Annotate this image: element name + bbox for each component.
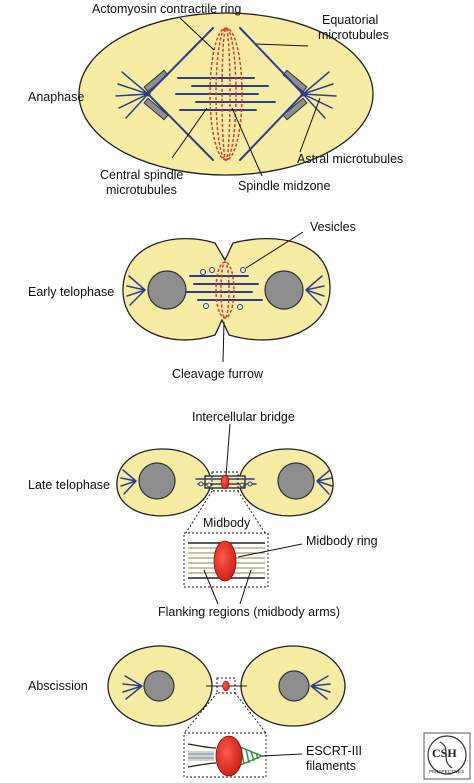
nucleus-right bbox=[264, 270, 304, 310]
label-equatorial-1: Equatorial bbox=[322, 13, 378, 27]
label-midbody-ring: Midbody ring bbox=[306, 534, 378, 548]
label-astral-mt: Astral microtubules bbox=[297, 152, 403, 166]
zoom-lines bbox=[183, 692, 267, 734]
leader-flanking-right bbox=[239, 569, 252, 605]
leader-vesicles bbox=[245, 231, 304, 269]
actomyosin-contractile-ring bbox=[215, 261, 235, 319]
astral-microtubules-left bbox=[120, 469, 137, 495]
anaphase-panel: Actomyosin contractile ring Equatorial m… bbox=[28, 2, 403, 197]
csh-perspectives-logo: CSH PERSPECTIVES bbox=[423, 732, 471, 780]
leader-midzone bbox=[231, 107, 263, 177]
stage-abscission: Abscission bbox=[28, 679, 88, 693]
zoom-lines bbox=[185, 490, 266, 534]
midbody-zoom-source bbox=[211, 471, 239, 492]
astral-microtubules-left bbox=[122, 675, 143, 700]
abscission-bridge bbox=[206, 680, 247, 692]
label-cleavage-furrow: Cleavage furrow bbox=[172, 367, 264, 381]
midbody-ring-abscission bbox=[215, 735, 243, 777]
label-midbody: Midbody bbox=[203, 516, 251, 530]
nucleus-left bbox=[147, 270, 187, 310]
leader-equatorial bbox=[255, 43, 309, 47]
label-equatorial-2: microtubules bbox=[318, 28, 389, 42]
leader-midbody-ring bbox=[237, 543, 303, 558]
leader-escrt bbox=[261, 753, 303, 757]
nucleus-right bbox=[277, 462, 315, 500]
midbody-zoom-box bbox=[183, 532, 269, 588]
nucleus-left bbox=[138, 462, 176, 500]
midbody-ring-small bbox=[220, 474, 230, 490]
central-spindle-microtubules bbox=[185, 275, 263, 301]
astral-microtubules-right bbox=[310, 675, 331, 700]
astral-microtubules-right bbox=[316, 469, 333, 495]
label-actomyosin-ring: Actomyosin contractile ring bbox=[92, 2, 241, 16]
nucleus-left bbox=[143, 670, 175, 702]
abscission-panel: Abscission ESCRT-III filaments bbox=[28, 645, 362, 778]
label-intercellular-bridge: Intercellular bridge bbox=[192, 410, 295, 424]
astral-microtubules-right bbox=[305, 275, 325, 306]
leader-cleavage-furrow bbox=[222, 321, 225, 363]
leader-bridge bbox=[225, 423, 231, 477]
early-telophase-panel: Vesicles Early telophase Cleavage furrow bbox=[28, 220, 356, 381]
leader-flanking-left bbox=[203, 569, 219, 605]
midbody-zoom bbox=[188, 540, 265, 582]
stage-early-telophase: Early telophase bbox=[28, 285, 114, 299]
late-telophase-panel: Intercellular bridge Late telophase Midb… bbox=[28, 410, 378, 619]
astral-microtubules-left bbox=[126, 275, 146, 306]
nucleus-right bbox=[278, 670, 310, 702]
midbody-ring bbox=[213, 540, 237, 582]
label-central-spindle-1: Central spindle bbox=[100, 168, 183, 182]
label-central-spindle-2: microtubules bbox=[106, 183, 177, 197]
actomyosin-contractile-ring bbox=[209, 27, 243, 161]
label-flanking-regions: Flanking regions (midbody arms) bbox=[158, 605, 340, 619]
leader-central-spindle bbox=[171, 107, 208, 159]
logo-subtext: PERSPECTIVES bbox=[429, 769, 464, 774]
label-spindle-midzone: Spindle midzone bbox=[238, 179, 330, 193]
leader-astral bbox=[299, 97, 321, 153]
label-escrt-2: filaments bbox=[306, 759, 356, 773]
abscission-zoom-box bbox=[183, 732, 267, 778]
label-vesicles: Vesicles bbox=[310, 220, 356, 234]
stage-late-telophase: Late telophase bbox=[28, 478, 110, 492]
abscission-zoom-source bbox=[216, 677, 236, 694]
escrt-zoom bbox=[187, 735, 264, 777]
stage-anaphase: Anaphase bbox=[28, 90, 84, 104]
vesicles bbox=[200, 267, 246, 310]
logo-text: CSH bbox=[432, 746, 457, 760]
early-telophase-cell bbox=[122, 237, 331, 341]
label-escrt-1: ESCRT-III bbox=[306, 744, 362, 758]
leader-ring bbox=[179, 17, 215, 51]
